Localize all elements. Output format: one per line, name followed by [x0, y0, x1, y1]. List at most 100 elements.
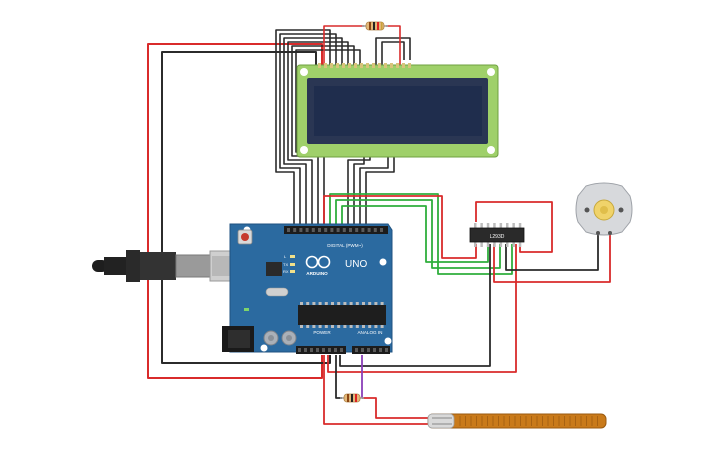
driver-pin[interactable]: [493, 241, 496, 247]
wire-lcd-d1[interactable]: [275, 29, 331, 228]
digital-pin[interactable]: [367, 228, 371, 232]
chip-pin: [343, 325, 347, 328]
wire-black-driver-gnd[interactable]: [339, 244, 491, 367]
lcd-pin[interactable]: [396, 63, 399, 68]
analog-pin[interactable]: [379, 348, 382, 352]
chip-pin: [337, 302, 341, 305]
digital-pin[interactable]: [342, 228, 346, 232]
power-pin[interactable]: [310, 348, 313, 352]
power-pin[interactable]: [316, 348, 319, 352]
analog-pin[interactable]: [373, 348, 376, 352]
lcd-pin[interactable]: [402, 63, 405, 68]
driver-pin[interactable]: [506, 223, 509, 229]
driver-pin[interactable]: [512, 223, 515, 229]
digital-pin[interactable]: [373, 228, 377, 232]
bottom-pins: [298, 348, 388, 352]
arduino-uno[interactable]: DIGITAL (PWM~) L TX RX ARDUINO UNO: [222, 223, 393, 354]
wire-black-gnd-loop[interactable]: [161, 51, 331, 364]
driver-pin[interactable]: [486, 241, 490, 247]
driver-pin[interactable]: [486, 223, 490, 229]
digital-pin[interactable]: [305, 228, 309, 232]
analog-pin[interactable]: [361, 348, 364, 352]
power-pin[interactable]: [322, 348, 325, 352]
power-pin[interactable]: [304, 348, 307, 352]
chip-pin: [362, 325, 365, 328]
wire-red-resistor-a[interactable]: [323, 25, 364, 65]
lcd-pin[interactable]: [336, 63, 339, 68]
analog-pin[interactable]: [367, 348, 370, 352]
lcd-pin[interactable]: [342, 63, 345, 68]
wire-red-5v-loop[interactable]: [147, 43, 323, 379]
driver-pin[interactable]: [480, 241, 483, 247]
lcd-pin[interactable]: [372, 63, 375, 68]
digital-pin[interactable]: [336, 228, 340, 232]
lcd-pin[interactable]: [360, 63, 363, 68]
wire-lcd-d2[interactable]: [279, 33, 337, 228]
driver-pin[interactable]: [512, 241, 515, 247]
wire-red-flex[interactable]: [323, 355, 428, 425]
lcd-pin[interactable]: [354, 63, 357, 68]
lcd-pin[interactable]: [324, 63, 327, 68]
lcd-pin[interactable]: [384, 63, 387, 68]
chip-pin: [337, 325, 341, 328]
flex-sensor[interactable]: [427, 413, 607, 429]
rx-label: RX: [283, 269, 289, 274]
digital-pin[interactable]: [318, 228, 321, 232]
dc-motor[interactable]: [575, 182, 633, 236]
resistor-bottom[interactable]: [340, 393, 364, 403]
power-pin[interactable]: [328, 348, 331, 352]
analog-pin[interactable]: [355, 348, 358, 352]
lcd-pin[interactable]: [408, 63, 411, 68]
analog-pin[interactable]: [385, 348, 388, 352]
lcd-pin[interactable]: [378, 63, 381, 68]
wire-red-flex-res[interactable]: [362, 397, 428, 419]
driver-pin[interactable]: [506, 241, 509, 247]
digital-pin[interactable]: [349, 228, 352, 232]
digital-pin[interactable]: [311, 228, 315, 232]
digital-pin[interactable]: [299, 228, 303, 232]
lcd-pin[interactable]: [330, 63, 333, 68]
digital-pin[interactable]: [330, 228, 334, 232]
digital-pin[interactable]: [355, 228, 359, 232]
driver-pin[interactable]: [518, 223, 522, 229]
wire-red-5v-driver[interactable]: [327, 244, 517, 373]
wire-black-motor[interactable]: [505, 234, 599, 271]
driver-pin[interactable]: [518, 241, 522, 247]
digital-pin[interactable]: [293, 228, 297, 232]
wire-black-flex-gnd[interactable]: [335, 355, 342, 399]
lcd-pin[interactable]: [318, 63, 321, 68]
digital-pin[interactable]: [324, 228, 328, 232]
driver-pin[interactable]: [499, 223, 503, 229]
wire-lcd-d6[interactable]: [295, 49, 361, 228]
wire-lcd-d5[interactable]: [291, 45, 355, 228]
wire-green-3[interactable]: [329, 193, 513, 275]
power-pin[interactable]: [334, 348, 337, 352]
l293d-driver[interactable]: L293D: [469, 223, 525, 247]
wire-lcd-d7[interactable]: [375, 37, 411, 65]
digital-label: DIGITAL (PWM~): [327, 243, 363, 248]
driver-pin[interactable]: [474, 241, 477, 247]
driver-pin[interactable]: [493, 223, 496, 229]
lcd-display[interactable]: [296, 63, 499, 158]
power-pin[interactable]: [298, 348, 301, 352]
wire-red-driver-1[interactable]: [323, 195, 477, 259]
power-pin[interactable]: [340, 348, 343, 352]
digital-pin[interactable]: [380, 228, 383, 232]
lcd-pin[interactable]: [366, 63, 369, 68]
wire-red-resistor-b[interactable]: [386, 25, 401, 65]
resistor-top[interactable]: [362, 21, 388, 31]
chip-pin: [374, 302, 378, 305]
digital-pin[interactable]: [287, 228, 290, 232]
lcd-pin[interactable]: [348, 63, 351, 68]
digital-pin[interactable]: [361, 228, 365, 232]
wire-green-1[interactable]: [335, 199, 501, 269]
wire-red-motor[interactable]: [493, 234, 611, 283]
wire-green-2[interactable]: [341, 205, 489, 263]
wire-lcd-d8[interactable]: [381, 41, 405, 65]
lcd-pin[interactable]: [390, 63, 393, 68]
wire-red-driver-2[interactable]: [475, 201, 553, 253]
driver-pin[interactable]: [474, 223, 477, 229]
driver-pin[interactable]: [499, 241, 503, 247]
driver-pin[interactable]: [480, 223, 483, 229]
